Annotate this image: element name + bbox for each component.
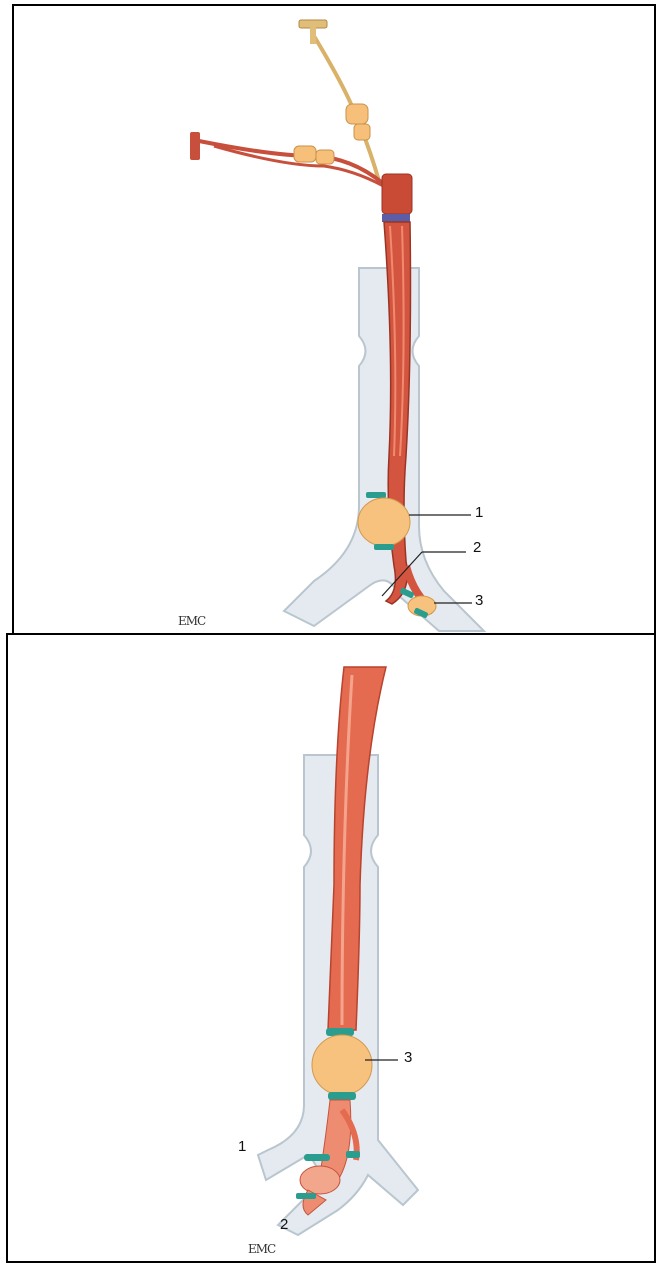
bottom-figure-panel: 3 1 2 EMC [6, 633, 656, 1263]
callout-label: 2 [473, 540, 481, 555]
trachea-outline [284, 268, 484, 631]
bronchial-blocker-illustration [8, 635, 656, 1265]
callout-label: 1 [475, 505, 483, 520]
emc-logo: EMC [178, 614, 205, 628]
callout-label: 3 [475, 593, 483, 608]
callout-label: 3 [404, 1050, 412, 1065]
callout-label: 1 [238, 1139, 246, 1154]
callout-label: 2 [280, 1217, 288, 1232]
emc-logo: EMC [248, 1242, 275, 1256]
double-lumen-tube-illustration [14, 6, 656, 637]
top-figure-panel: 1 2 3 EMC [12, 4, 656, 635]
pilot-valves [190, 20, 370, 164]
